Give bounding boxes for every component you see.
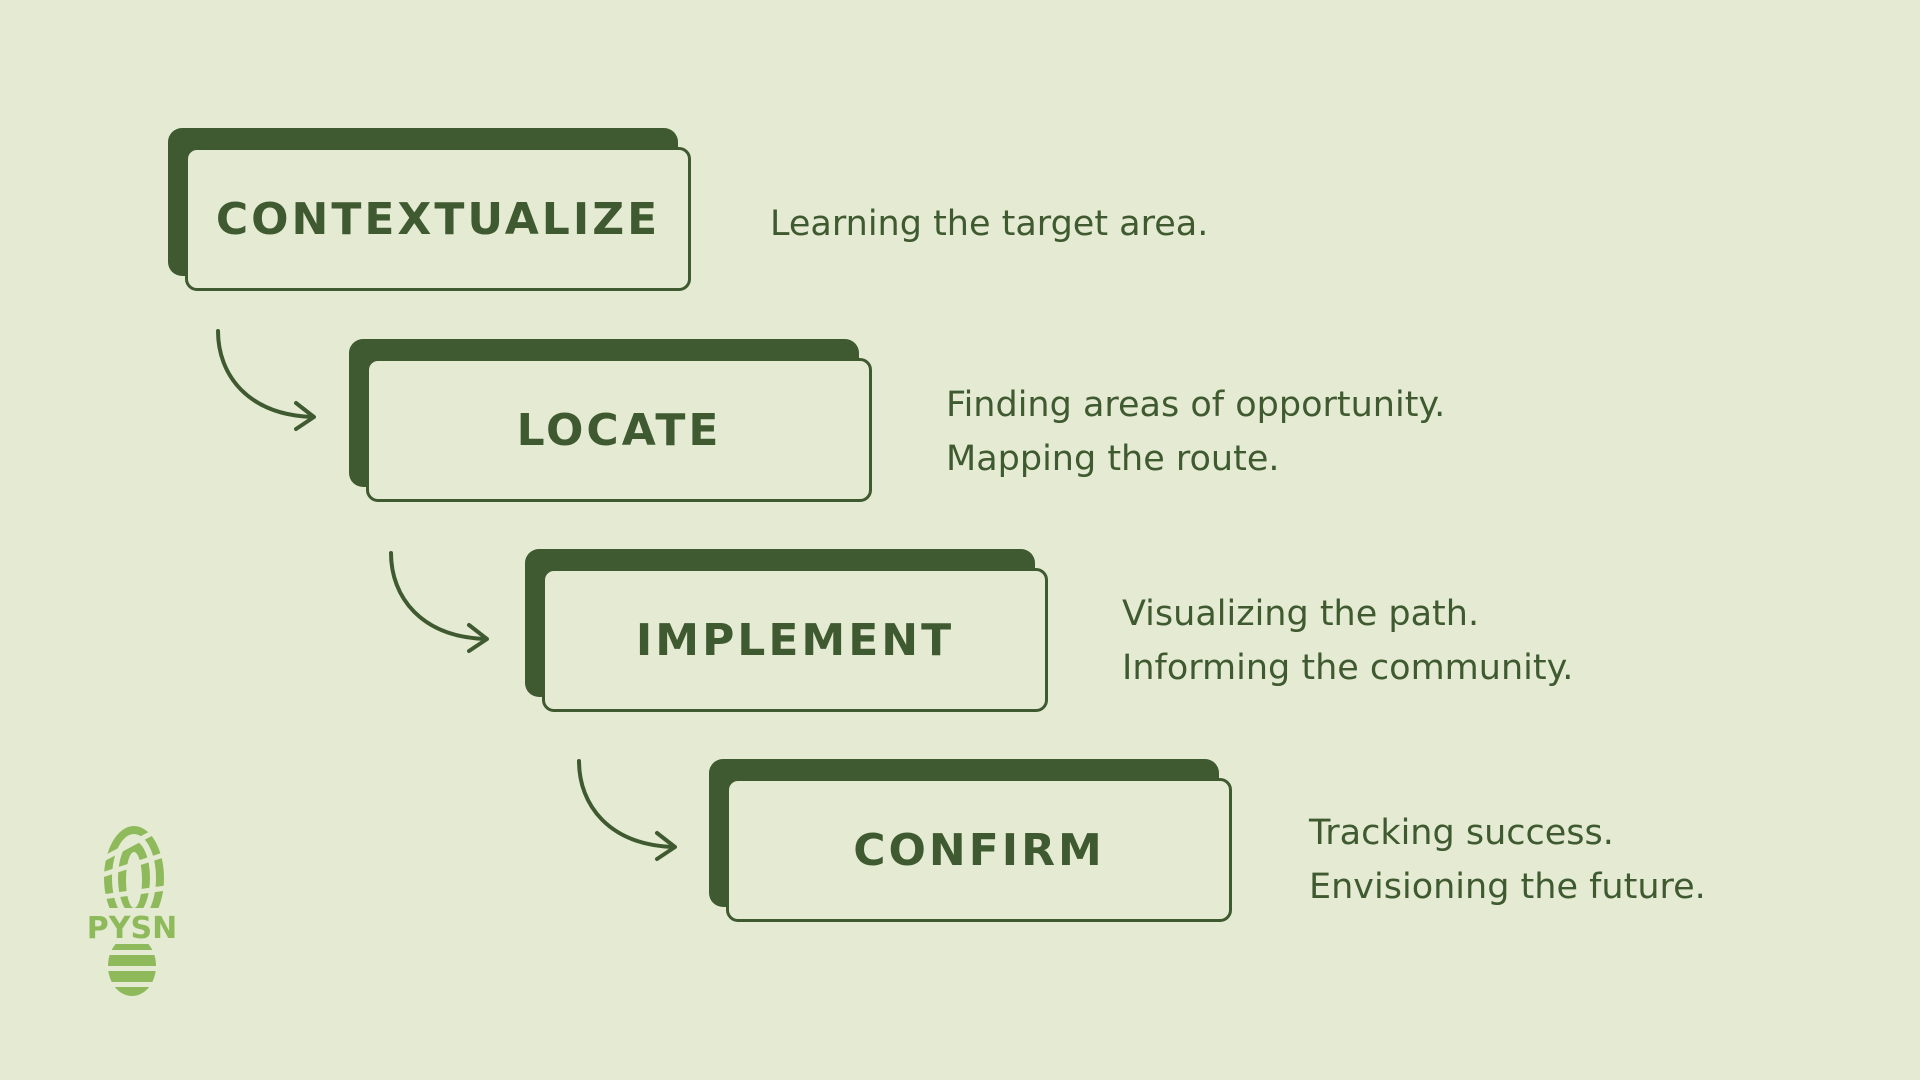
description-line: Informing the community.	[1122, 648, 1574, 688]
step-label: CONTEXTUALIZE	[215, 193, 661, 245]
curved-arrow-icon	[577, 759, 677, 861]
step-box: CONFIRM	[726, 778, 1232, 922]
step-label: LOCATE	[516, 404, 722, 456]
curved-arrow-icon	[389, 551, 489, 653]
step-description: Finding areas of opportunity. Mapping th…	[946, 378, 1445, 486]
description-line: Finding areas of opportunity.	[946, 385, 1446, 425]
curved-arrow-icon	[216, 329, 316, 431]
step-description: Tracking success. Envisioning the future…	[1309, 806, 1706, 914]
description-line: Mapping the route.	[946, 439, 1280, 479]
step-label: CONFIRM	[853, 824, 1105, 876]
footprint-icon: PYSN	[72, 823, 192, 996]
description-line: Learning the target area.	[770, 204, 1209, 244]
description-line: Tracking success.	[1309, 813, 1614, 853]
step-description: Learning the target area.	[770, 197, 1208, 251]
step-description: Visualizing the path. Informing the comm…	[1122, 587, 1573, 695]
logo-text: PYSN	[87, 911, 177, 946]
step-box: LOCATE	[366, 358, 872, 502]
step-box: IMPLEMENT	[542, 568, 1048, 712]
step-box: CONTEXTUALIZE	[185, 147, 691, 291]
description-line: Visualizing the path.	[1122, 594, 1480, 634]
step-label: IMPLEMENT	[635, 614, 955, 666]
description-line: Envisioning the future.	[1309, 867, 1706, 907]
